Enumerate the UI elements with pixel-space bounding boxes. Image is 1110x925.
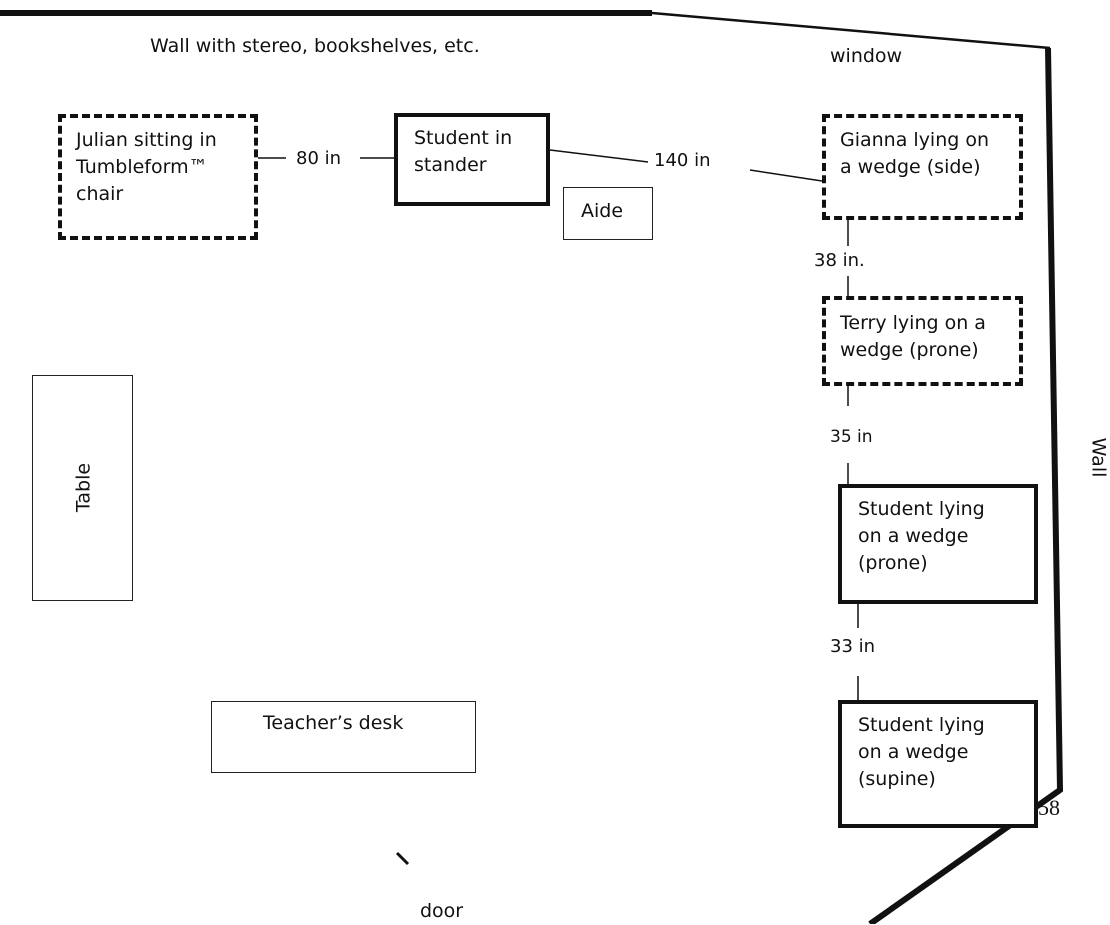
connector-stander-gianna [550, 150, 648, 162]
distance-julian-stander: 80 in [294, 148, 343, 170]
aide: Aide [563, 187, 653, 240]
julian-box: Julian sitting in Tumbleform™ chair [58, 114, 258, 240]
distance-terry-prone: 35 in [828, 426, 875, 448]
table: Table [32, 375, 133, 601]
door-label: door [420, 898, 463, 925]
gianna-label: Gianna lying on a wedge (side) [840, 127, 989, 181]
right-wall-label: Wall [1085, 438, 1110, 478]
supine-student-label: Student lying on a wedge (supine) [858, 712, 985, 793]
distance-stander-gianna: 140 in [652, 150, 713, 172]
julian-label: Julian sitting in Tumbleform™ chair [76, 127, 217, 208]
terry-label: Terry lying on a wedge (prone) [840, 310, 986, 364]
prone-student-box: Student lying on a wedge (prone) [838, 484, 1038, 604]
connector-stander-gianna-2 [750, 170, 822, 181]
door-mark [397, 853, 408, 864]
supine-student-box: Student lying on a wedge (supine) [838, 700, 1038, 828]
gianna-box: Gianna lying on a wedge (side) [822, 114, 1023, 220]
stander-box: Student in stander [394, 113, 550, 206]
distance-gianna-terry: 38 in. [812, 250, 867, 272]
teacher-desk-label: Teacher’s desk [263, 710, 403, 737]
table-label: Table [71, 448, 98, 528]
top-wall-label: Wall with stereo, bookshelves, etc. [150, 33, 480, 60]
teacher-desk: Teacher’s desk [211, 701, 476, 773]
stander-label: Student in stander [414, 125, 512, 179]
terry-box: Terry lying on a wedge (prone) [822, 296, 1023, 386]
distance-prone-supine: 33 in [828, 636, 877, 658]
window-label: window [830, 43, 902, 70]
prone-student-label: Student lying on a wedge (prone) [858, 496, 985, 577]
aide-label: Aide [581, 198, 623, 225]
